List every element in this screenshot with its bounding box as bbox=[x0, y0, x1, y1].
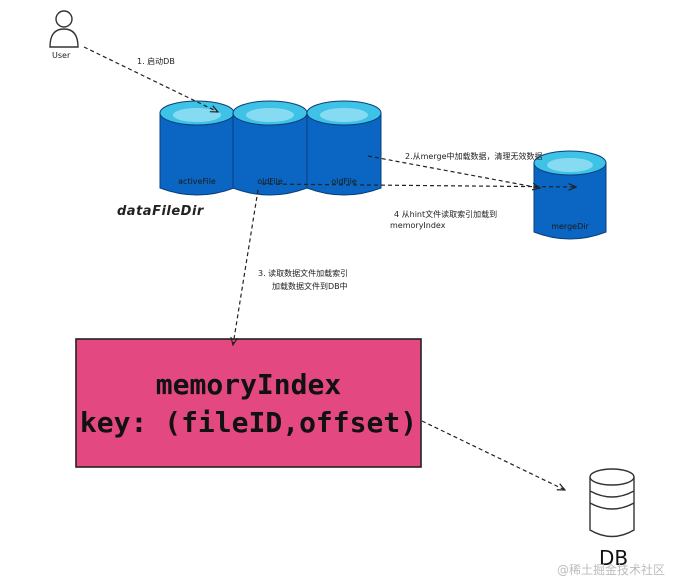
db-icon bbox=[589, 468, 635, 538]
cylinder-active-file bbox=[159, 100, 235, 196]
cylinder-old-file-1 bbox=[232, 100, 308, 196]
old-file-2-label: oldFile bbox=[331, 177, 357, 186]
cylinder-merge-dir bbox=[533, 150, 607, 240]
active-file-label: activeFile bbox=[178, 177, 216, 186]
arrow-load-merge bbox=[367, 155, 540, 188]
db-label: DB bbox=[599, 546, 629, 570]
user-label: User bbox=[52, 51, 71, 60]
watermark: @稀土掘金技术社区 bbox=[557, 563, 666, 577]
data-dir-label: dataFileDir bbox=[117, 204, 204, 219]
arrow-load-hint bbox=[261, 184, 576, 187]
arrow-start-db bbox=[83, 46, 218, 112]
user-icon bbox=[49, 10, 79, 48]
step-start-label: 1. 启动DB bbox=[137, 57, 175, 66]
arrow-read-index bbox=[233, 189, 259, 345]
memory-index-title: memoryIndex bbox=[155, 368, 342, 401]
arrow-to-db bbox=[421, 420, 565, 490]
old-file-1-label: oldFile bbox=[257, 177, 283, 186]
step-hint-line1: 4 从hint文件读取索引加载到 bbox=[394, 210, 498, 219]
merge-dir-label: mergeDir bbox=[551, 222, 589, 231]
step-read-index-line2: 加载数据文件到DB中 bbox=[272, 282, 348, 291]
step-merge-label: 2.从merge中加载数据，清理无效数据 bbox=[405, 152, 543, 161]
memory-index-box bbox=[75, 338, 422, 468]
step-read-index-line1: 3. 读取数据文件加载索引 bbox=[258, 269, 349, 278]
step-hint-line2: memoryIndex bbox=[390, 221, 446, 230]
cylinder-old-file-2 bbox=[306, 100, 382, 196]
memory-index-key: key: (fileID,offset) bbox=[79, 406, 418, 439]
